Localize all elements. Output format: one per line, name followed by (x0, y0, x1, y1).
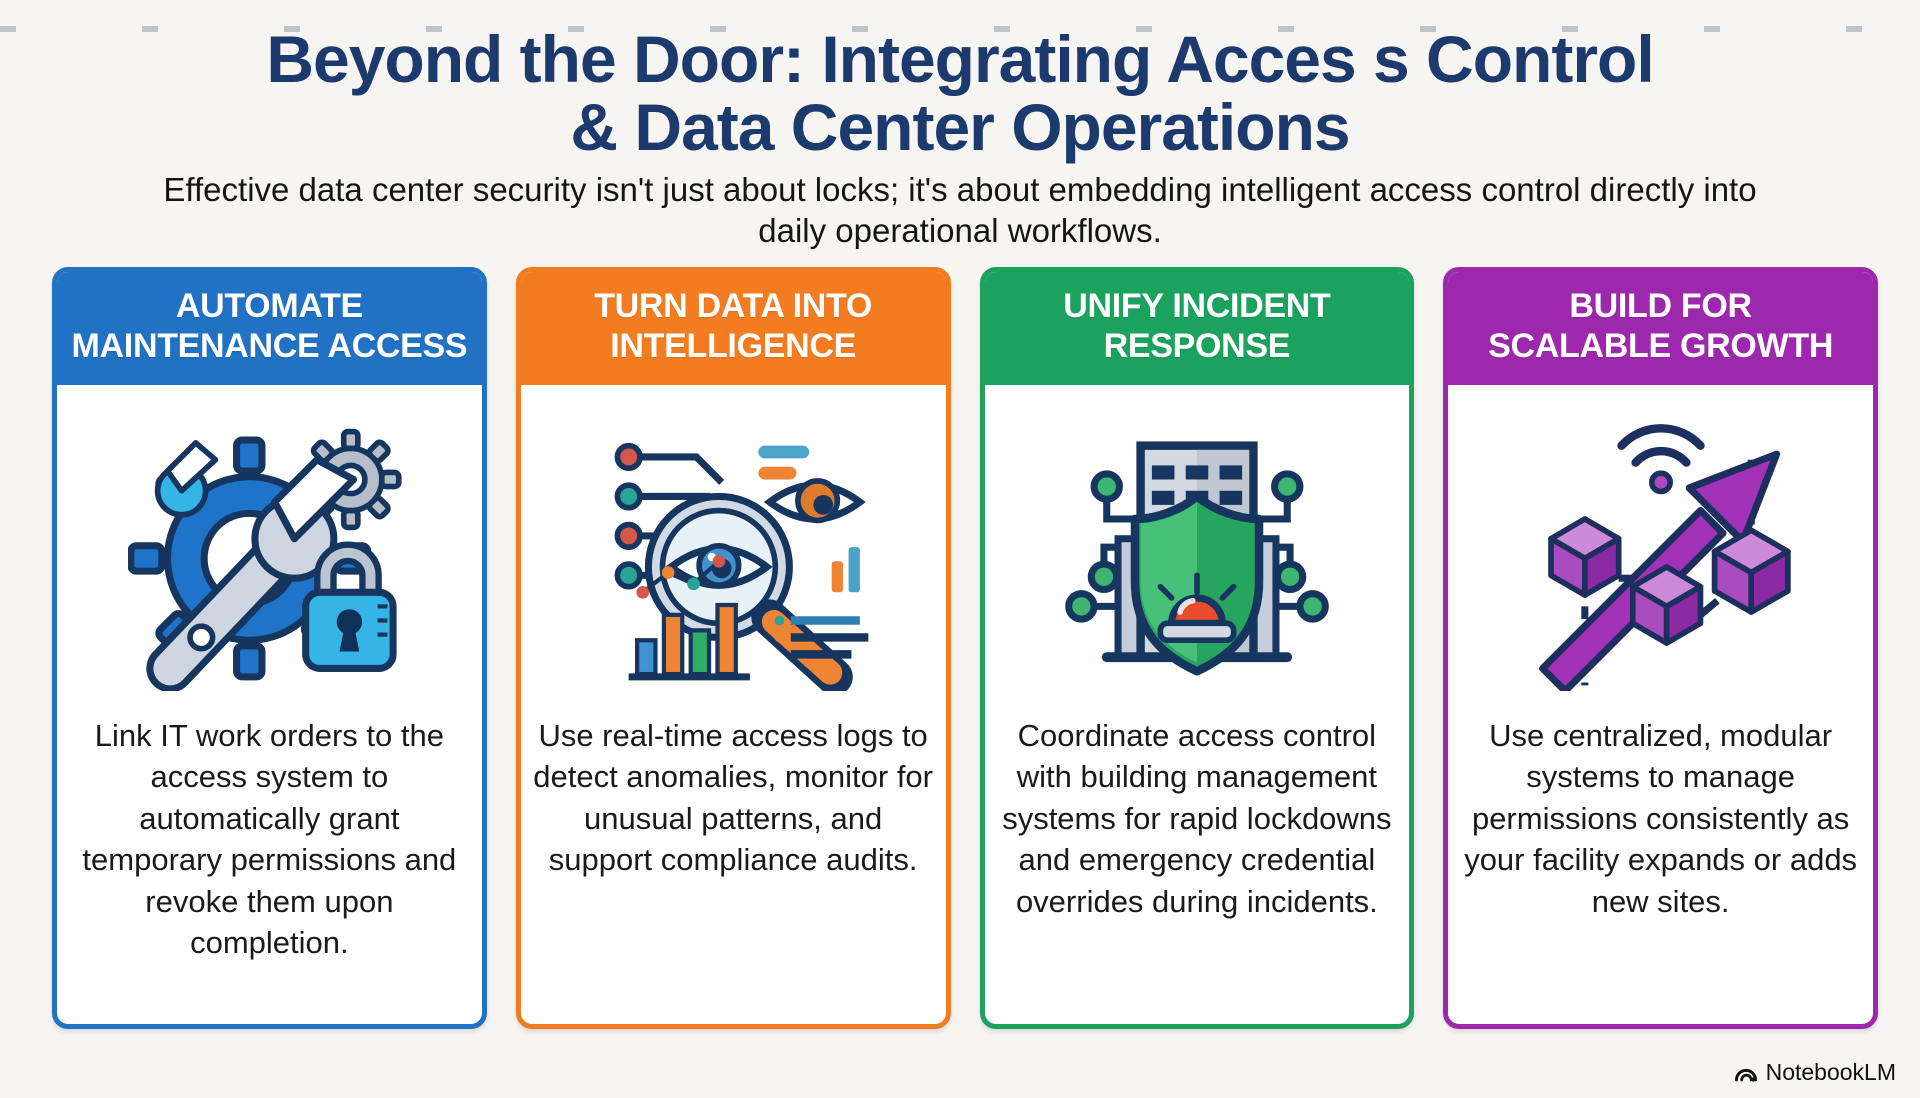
card-body: Use centralized, modular systems to mana… (1464, 717, 1858, 919)
page-subtitle: Effective data center security isn't jus… (163, 170, 1757, 249)
card-title: TURN DATA INTO INTELLIGENCE (594, 287, 873, 366)
card-unify-incident-response: UNIFY INCIDENT RESPONSE (979, 266, 1415, 1029)
card-body: Coordinate access control with building … (1002, 717, 1392, 919)
card-build-for-scalable-growth: BUILD FOR SCALABLE GROWTH (1443, 266, 1878, 1029)
page-title-line1: Beyond the Door: Integrating Acces s Con… (266, 22, 1654, 96)
card-header: UNIFY INCIDENT RESPONSE (984, 271, 1410, 385)
page-title: Beyond the Door: Integrating Acces s Con… (0, 22, 1920, 164)
top-edge-artifacts (0, 26, 1920, 32)
card-body: Link IT work orders to the access system… (82, 717, 457, 961)
page-title-line2: & Data Center Operations (570, 89, 1350, 164)
cubes-growth-arrow-icon (1448, 385, 1873, 715)
cards-row: AUTOMATE MAINTENANCE ACCESS (0, 252, 1920, 1029)
notebooklm-logo-icon (1734, 1068, 1757, 1082)
footer-brand-label: NotebookLM (1765, 1059, 1896, 1085)
card-automate-maintenance-access: AUTOMATE MAINTENANCE ACCESS (52, 266, 487, 1029)
card-title: BUILD FOR SCALABLE GROWTH (1488, 287, 1834, 366)
card-header: AUTOMATE MAINTENANCE ACCESS (57, 271, 482, 385)
card-header: TURN DATA INTO INTELLIGENCE (520, 271, 946, 385)
gear-wrench-lock-icon (57, 385, 482, 715)
magnifier-eye-analytics-icon (521, 385, 946, 715)
building-shield-alarm-icon (985, 385, 1410, 715)
card-body: Use real-time access logs to detect anom… (533, 717, 933, 878)
card-turn-data-into-intelligence: TURN DATA INTO INTELLIGENCE (515, 266, 951, 1029)
footer-brand: NotebookLM (1733, 1059, 1896, 1086)
card-title: UNIFY INCIDENT RESPONSE (1063, 287, 1331, 366)
card-header: BUILD FOR SCALABLE GROWTH (1448, 271, 1873, 385)
card-title: AUTOMATE MAINTENANCE ACCESS (71, 287, 468, 366)
